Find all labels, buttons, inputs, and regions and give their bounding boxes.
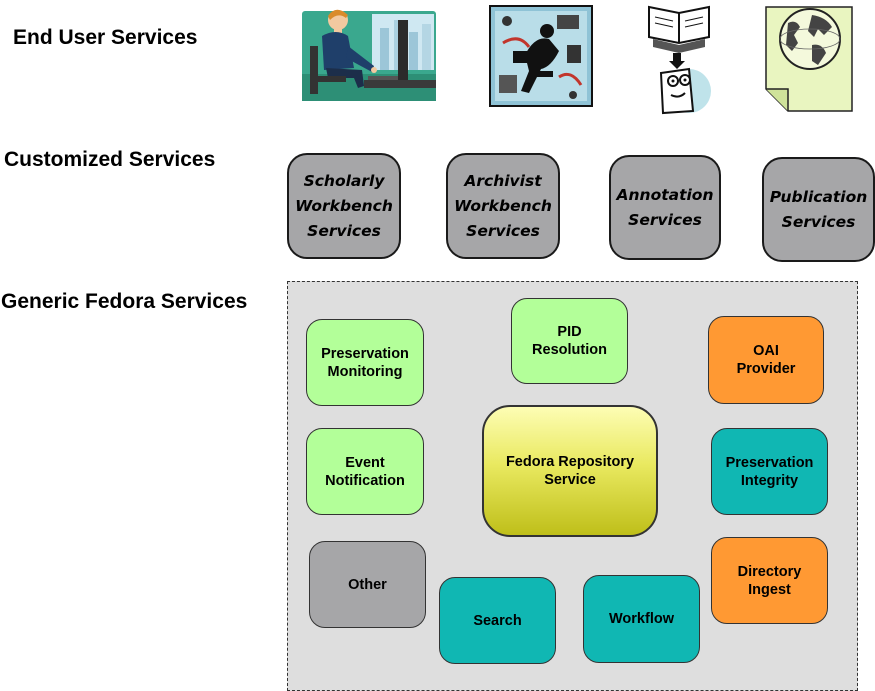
scholarly-workbench-services: Scholarly Workbench Services [287, 153, 401, 259]
directory-ingest-service: Directory Ingest [711, 537, 828, 624]
person-at-computer-icon [302, 9, 436, 101]
publication-services: Publication Services [762, 157, 875, 262]
annotation-services: Annotation Services [609, 155, 721, 260]
fedora-repository-service: Fedora Repository Service [482, 405, 658, 537]
oai-provider-service: OAI Provider [708, 316, 824, 404]
search-service: Search [439, 577, 556, 664]
preservation-integrity-service: Preservation Integrity [711, 428, 828, 515]
multimedia-collage-icon [489, 5, 593, 107]
preservation-monitoring-service: Preservation Monitoring [306, 319, 424, 406]
event-notification-service: Event Notification [306, 428, 424, 515]
customized-services-label: Customized Services [4, 148, 216, 171]
end-user-services-label: End User Services [13, 26, 198, 49]
book-to-reader-icon [648, 5, 711, 115]
globe-document-icon [765, 6, 853, 112]
generic-fedora-services-label: Generic Fedora Services [1, 290, 248, 313]
archivist-workbench-services: Archivist Workbench Services [446, 153, 560, 259]
pid-resolution-service: PID Resolution [511, 298, 628, 384]
workflow-service: Workflow [583, 575, 700, 663]
other-service: Other [309, 541, 426, 628]
